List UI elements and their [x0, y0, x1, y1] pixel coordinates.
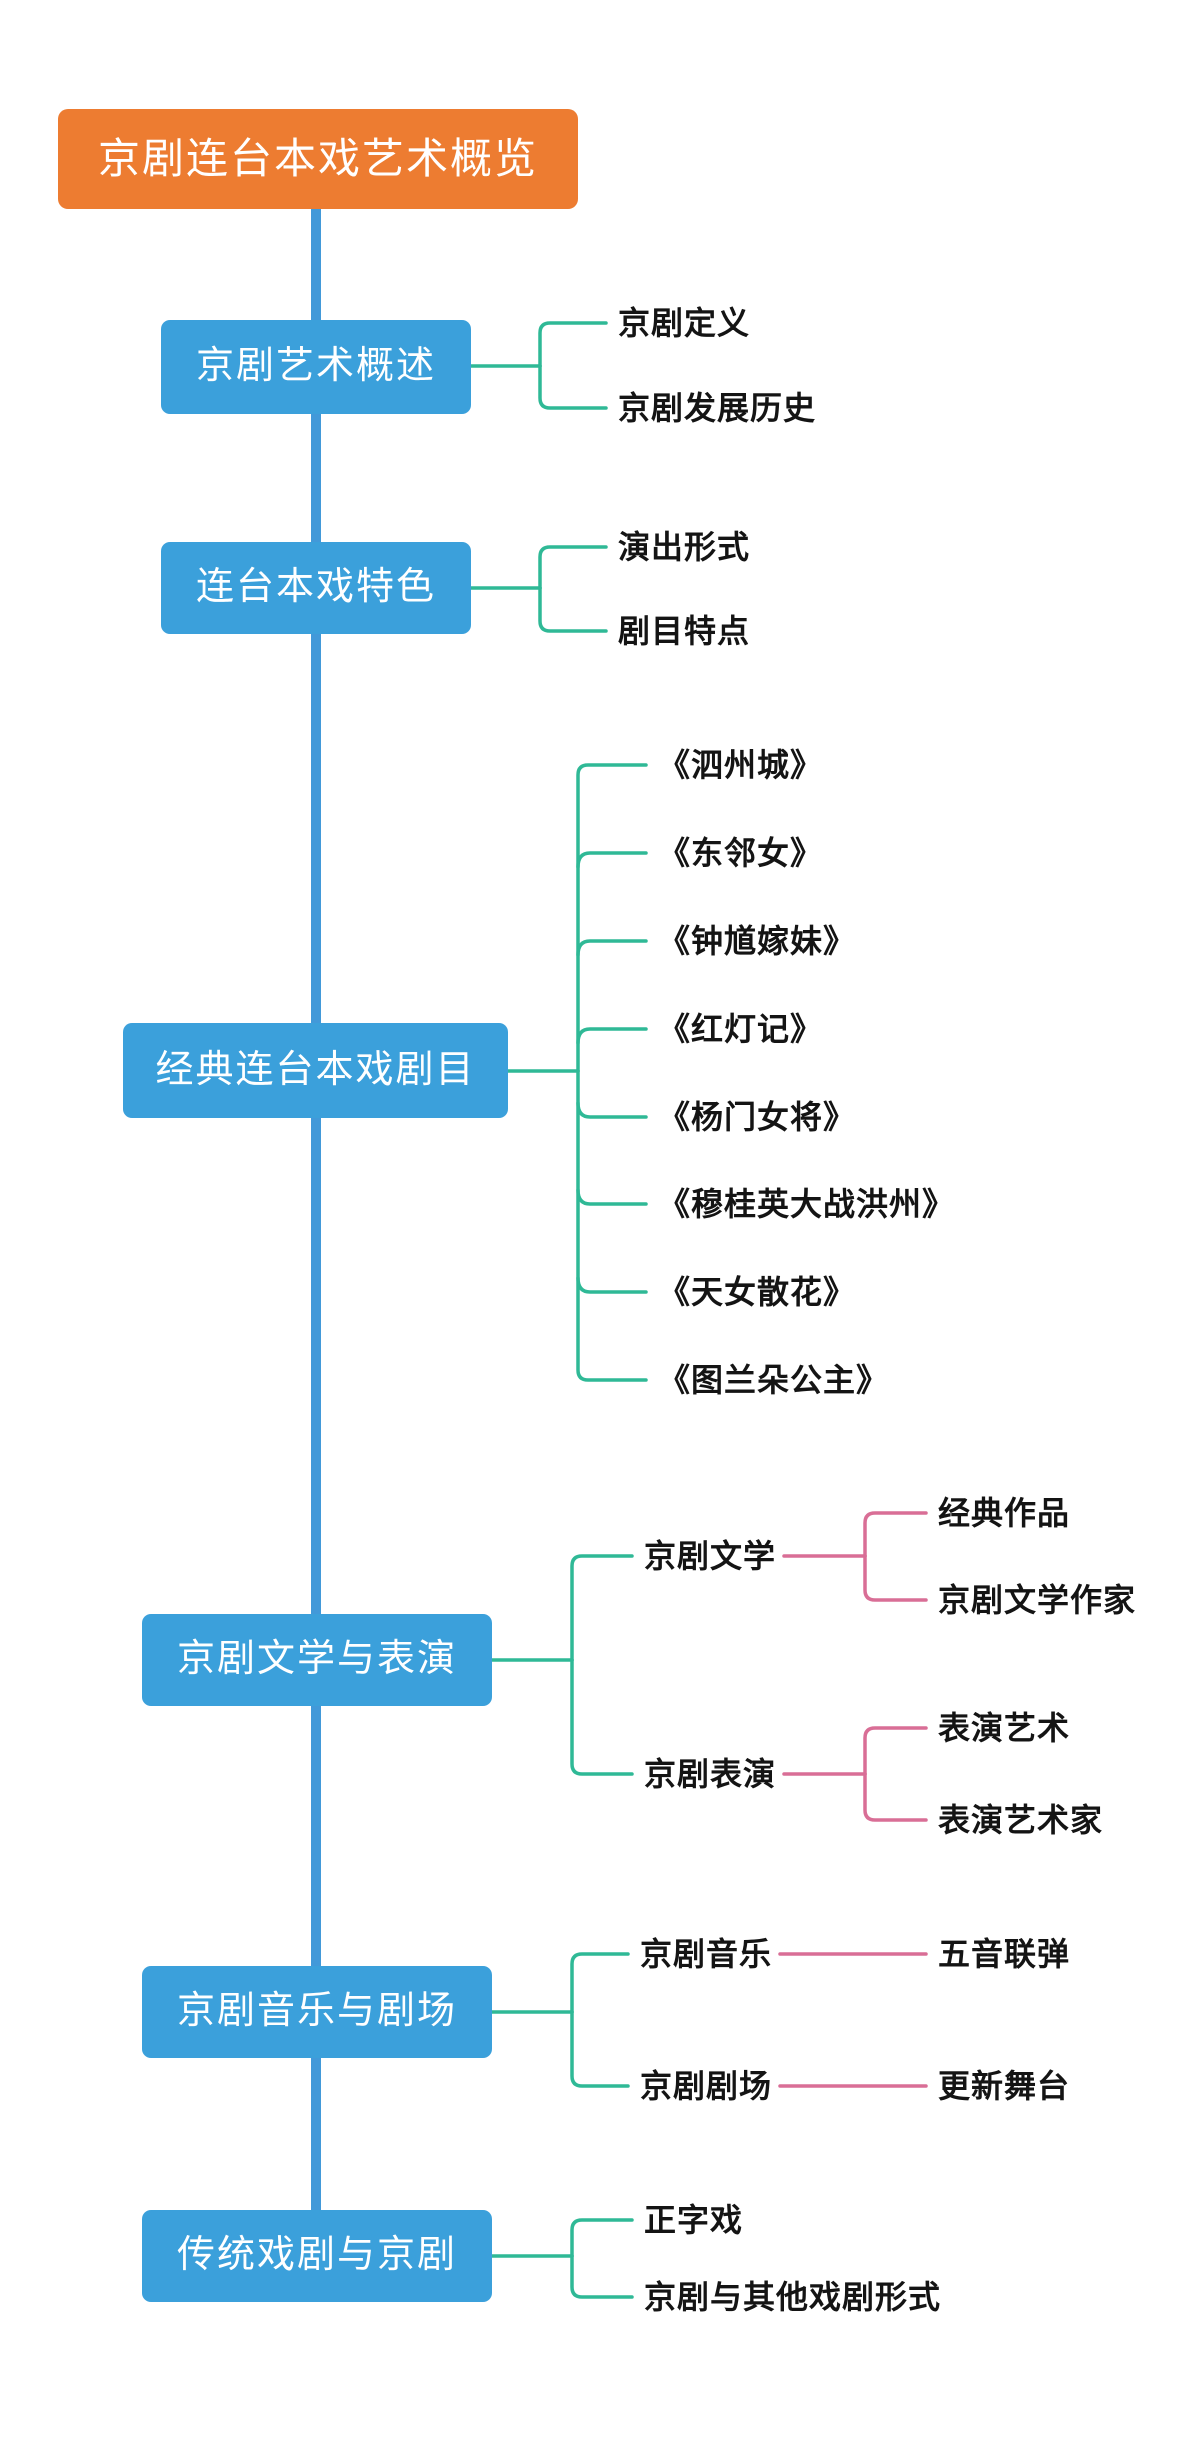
branch-connector-teal [576, 851, 648, 869]
branch-connector-teal [570, 2254, 634, 2299]
branch-connector-teal [576, 763, 648, 1073]
section-node-yinyue-juchang[interactable]: 京剧音乐与剧场 [142, 1966, 492, 2058]
leaf-label[interactable]: 演出形式 [618, 529, 751, 565]
leaf-label[interactable]: 《钟馗嫁妹》 [658, 923, 857, 959]
leaf-label[interactable]: 京剧发展历史 [618, 390, 817, 426]
root-node[interactable]: 京剧连台本戏艺术概览 [58, 109, 578, 209]
leaf-label[interactable]: 《穆桂英大战洪州》 [658, 1186, 956, 1222]
leaf-label[interactable]: 剧目特点 [618, 613, 751, 649]
child-label[interactable]: 京剧音乐 [640, 1936, 773, 1972]
branch-connector-teal [576, 1069, 648, 1382]
branch-connector-pink [863, 1772, 928, 1822]
section-node-liantai-benxi-tese[interactable]: 连台本戏特色 [161, 542, 471, 634]
branch-connector-teal [576, 1101, 648, 1119]
section-node-wenxue-biaoyan[interactable]: 京剧文学与表演 [142, 1614, 492, 1706]
section-node-chuantong-xiju[interactable]: 传统戏剧与京剧 [142, 2210, 492, 2302]
branch-connector-teal [538, 545, 608, 590]
leaf-label[interactable]: 京剧与其他戏剧形式 [644, 2279, 942, 2315]
branch-connector-teal [538, 586, 608, 633]
branch-connector-teal [538, 364, 608, 410]
branch-connector-pink [863, 1511, 928, 1558]
leaf-label[interactable]: 京剧文学作家 [938, 1582, 1137, 1618]
branch-connector-teal [570, 1554, 634, 1662]
branch-connector-teal [570, 2218, 634, 2258]
branch-connector-teal [576, 1276, 648, 1294]
child-label[interactable]: 京剧剧场 [640, 2068, 773, 2104]
leaf-label[interactable]: 表演艺术家 [938, 1802, 1104, 1838]
leaf-label[interactable]: 京剧定义 [618, 305, 751, 341]
leaf-label[interactable]: 正字戏 [644, 2202, 744, 2238]
child-label[interactable]: 京剧表演 [644, 1756, 777, 1792]
leaf-label[interactable]: 《图兰朵公主》 [658, 1362, 890, 1398]
branch-connector-teal [576, 1027, 648, 1045]
branch-connector-teal [538, 321, 608, 368]
branch-connector-teal [576, 1188, 648, 1206]
leaf-label[interactable]: 《东邻女》 [658, 835, 824, 871]
branch-connector-pink [863, 1554, 928, 1602]
leaf-label[interactable]: 更新舞台 [938, 2068, 1071, 2104]
child-label[interactable]: 京剧文学 [644, 1538, 777, 1574]
leaf-label[interactable]: 《杨门女将》 [658, 1099, 857, 1135]
section-node-jingdian-jumu[interactable]: 经典连台本戏剧目 [123, 1023, 508, 1118]
leaf-label[interactable]: 《泗州城》 [658, 747, 824, 783]
leaf-label[interactable]: 表演艺术 [938, 1710, 1071, 1746]
leaf-label[interactable]: 《天女散花》 [658, 1274, 857, 1310]
branch-connector-teal [570, 2010, 630, 2088]
branch-connector-teal [576, 939, 648, 957]
branch-connector-pink [863, 1726, 928, 1776]
section-node-jingju-yishu-gaishu[interactable]: 京剧艺术概述 [161, 320, 471, 414]
leaf-label[interactable]: 经典作品 [938, 1495, 1071, 1531]
branch-connector-teal [570, 1658, 634, 1776]
leaf-label[interactable]: 《红灯记》 [658, 1011, 824, 1047]
leaf-label[interactable]: 五音联弹 [938, 1936, 1071, 1972]
branch-connector-teal [570, 1952, 630, 2014]
